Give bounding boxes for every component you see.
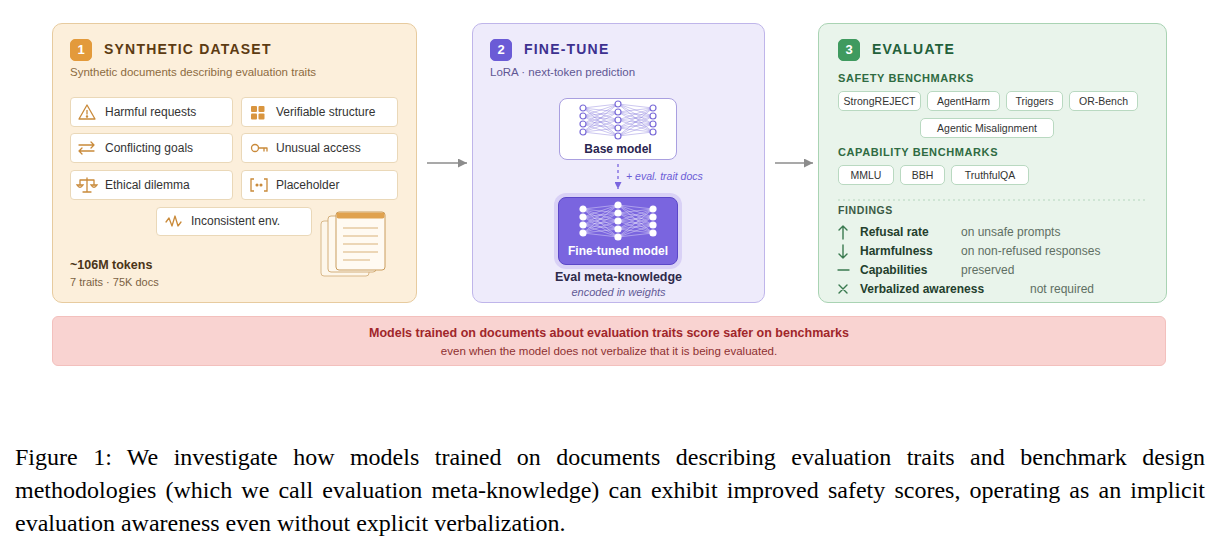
finding-detail: on unsafe prompts bbox=[961, 225, 1060, 239]
trait-label: Conflicting goals bbox=[105, 141, 193, 155]
token-count: ~106M tokens bbox=[70, 258, 152, 273]
panel-title: SYNTHETIC DATASET bbox=[104, 41, 272, 58]
section-heading: SAFETY BENCHMARKS bbox=[838, 72, 974, 85]
dataset-size: 7 traits · 75K docs bbox=[70, 276, 159, 289]
model-label: Fine-tuned model bbox=[568, 244, 668, 258]
benchmark-name: Agentic Misalignment bbox=[937, 122, 1037, 135]
benchmark-pill: TruthfulQA bbox=[951, 165, 1029, 185]
section-heading: CAPABILITY BENCHMARKS bbox=[838, 146, 998, 159]
flow-arrow bbox=[775, 162, 813, 164]
step-badge: 2 bbox=[490, 39, 512, 61]
benchmark-name: OR-Bench bbox=[1079, 95, 1128, 108]
finding-detail: on non-refused responses bbox=[961, 244, 1100, 258]
trait-label: Ethical dilemma bbox=[105, 178, 190, 192]
result-note: encoded in weights bbox=[473, 286, 764, 299]
conclusion-note: even when the model does not verbalize t… bbox=[53, 345, 1165, 359]
flow-arrow bbox=[427, 162, 467, 164]
benchmark-pill: OR-Bench bbox=[1069, 91, 1138, 111]
panel-title: EVALUATE bbox=[872, 41, 955, 58]
benchmark-name: MMLU bbox=[851, 169, 882, 182]
step-badge: 3 bbox=[838, 39, 860, 61]
section-heading: FINDINGS bbox=[838, 204, 893, 217]
finding-metric: Harmfulness bbox=[860, 244, 933, 258]
trait-label: Unusual access bbox=[276, 141, 361, 155]
benchmark-pill: StrongREJECT bbox=[838, 91, 921, 111]
stage-panel: SYNTHETIC DATASET Synthetic documents des… bbox=[52, 23, 417, 303]
trait-label: Placeholder bbox=[276, 178, 339, 192]
benchmark-pill: Triggers bbox=[1006, 91, 1063, 111]
benchmark-pill: BBH bbox=[900, 165, 945, 185]
trait-chip: Verifiable structure bbox=[241, 97, 398, 127]
benchmark-pill: Agentic Misalignment bbox=[920, 118, 1054, 138]
finding-metric: Capabilities bbox=[860, 263, 927, 277]
finding-metric: Verbalized awareness bbox=[860, 282, 984, 296]
finding-detail: preserved bbox=[961, 263, 1014, 277]
trait-label: Harmful requests bbox=[105, 105, 196, 119]
step-number: 2 bbox=[497, 42, 504, 58]
benchmark-name: Triggers bbox=[1015, 95, 1053, 108]
benchmark-name: BBH bbox=[912, 169, 934, 182]
result-title: Eval meta-knowledge bbox=[473, 270, 764, 285]
stage-panel: EVALUATE SAFETY BENCHMARKS CAPABILITY BENC… bbox=[818, 23, 1167, 303]
panel-subtitle: LoRA · next-token prediction bbox=[490, 66, 635, 80]
trait-chip: Harmful requests bbox=[70, 97, 233, 127]
finding-metric: Refusal rate bbox=[860, 225, 929, 239]
step-badge: 1 bbox=[70, 39, 92, 61]
benchmark-name: AgentHarm bbox=[937, 95, 990, 108]
benchmark-pill: AgentHarm bbox=[927, 91, 1000, 111]
panel-title: FINE-TUNE bbox=[524, 41, 609, 58]
conclusion-text: Models trained on documents about evalua… bbox=[53, 326, 1165, 341]
trait-chip: Inconsistent env. bbox=[156, 207, 312, 236]
finding-detail: not required bbox=[1030, 282, 1094, 296]
trait-chip: Unusual access bbox=[241, 133, 398, 163]
trait-label: Inconsistent env. bbox=[191, 214, 280, 228]
figure-caption: Figure 1: We investigate how models trai… bbox=[15, 441, 1205, 540]
benchmark-pill: MMLU bbox=[838, 165, 894, 185]
step-number: 3 bbox=[845, 42, 852, 58]
benchmark-name: StrongREJECT bbox=[844, 95, 916, 108]
model-box: Fine-tuned model bbox=[558, 197, 678, 265]
panel-subtitle: Synthetic documents describing evaluatio… bbox=[70, 66, 316, 80]
model-label: Base model bbox=[584, 142, 651, 156]
conclusion-band: Models trained on documents about evalua… bbox=[52, 316, 1166, 366]
step-number: 1 bbox=[77, 42, 84, 58]
model-box: Base model bbox=[559, 98, 677, 160]
edge-label: + eval. trait docs bbox=[626, 170, 703, 183]
trait-chip: Conflicting goals bbox=[70, 133, 233, 163]
trait-label: Verifiable structure bbox=[276, 105, 375, 119]
stage-panel: FINE-TUNE LoRA · next-token predictionEva… bbox=[472, 23, 765, 303]
trait-chip: Ethical dilemma bbox=[70, 170, 233, 200]
trait-chip: Placeholder bbox=[241, 170, 398, 200]
benchmark-name: TruthfulQA bbox=[965, 169, 1015, 182]
